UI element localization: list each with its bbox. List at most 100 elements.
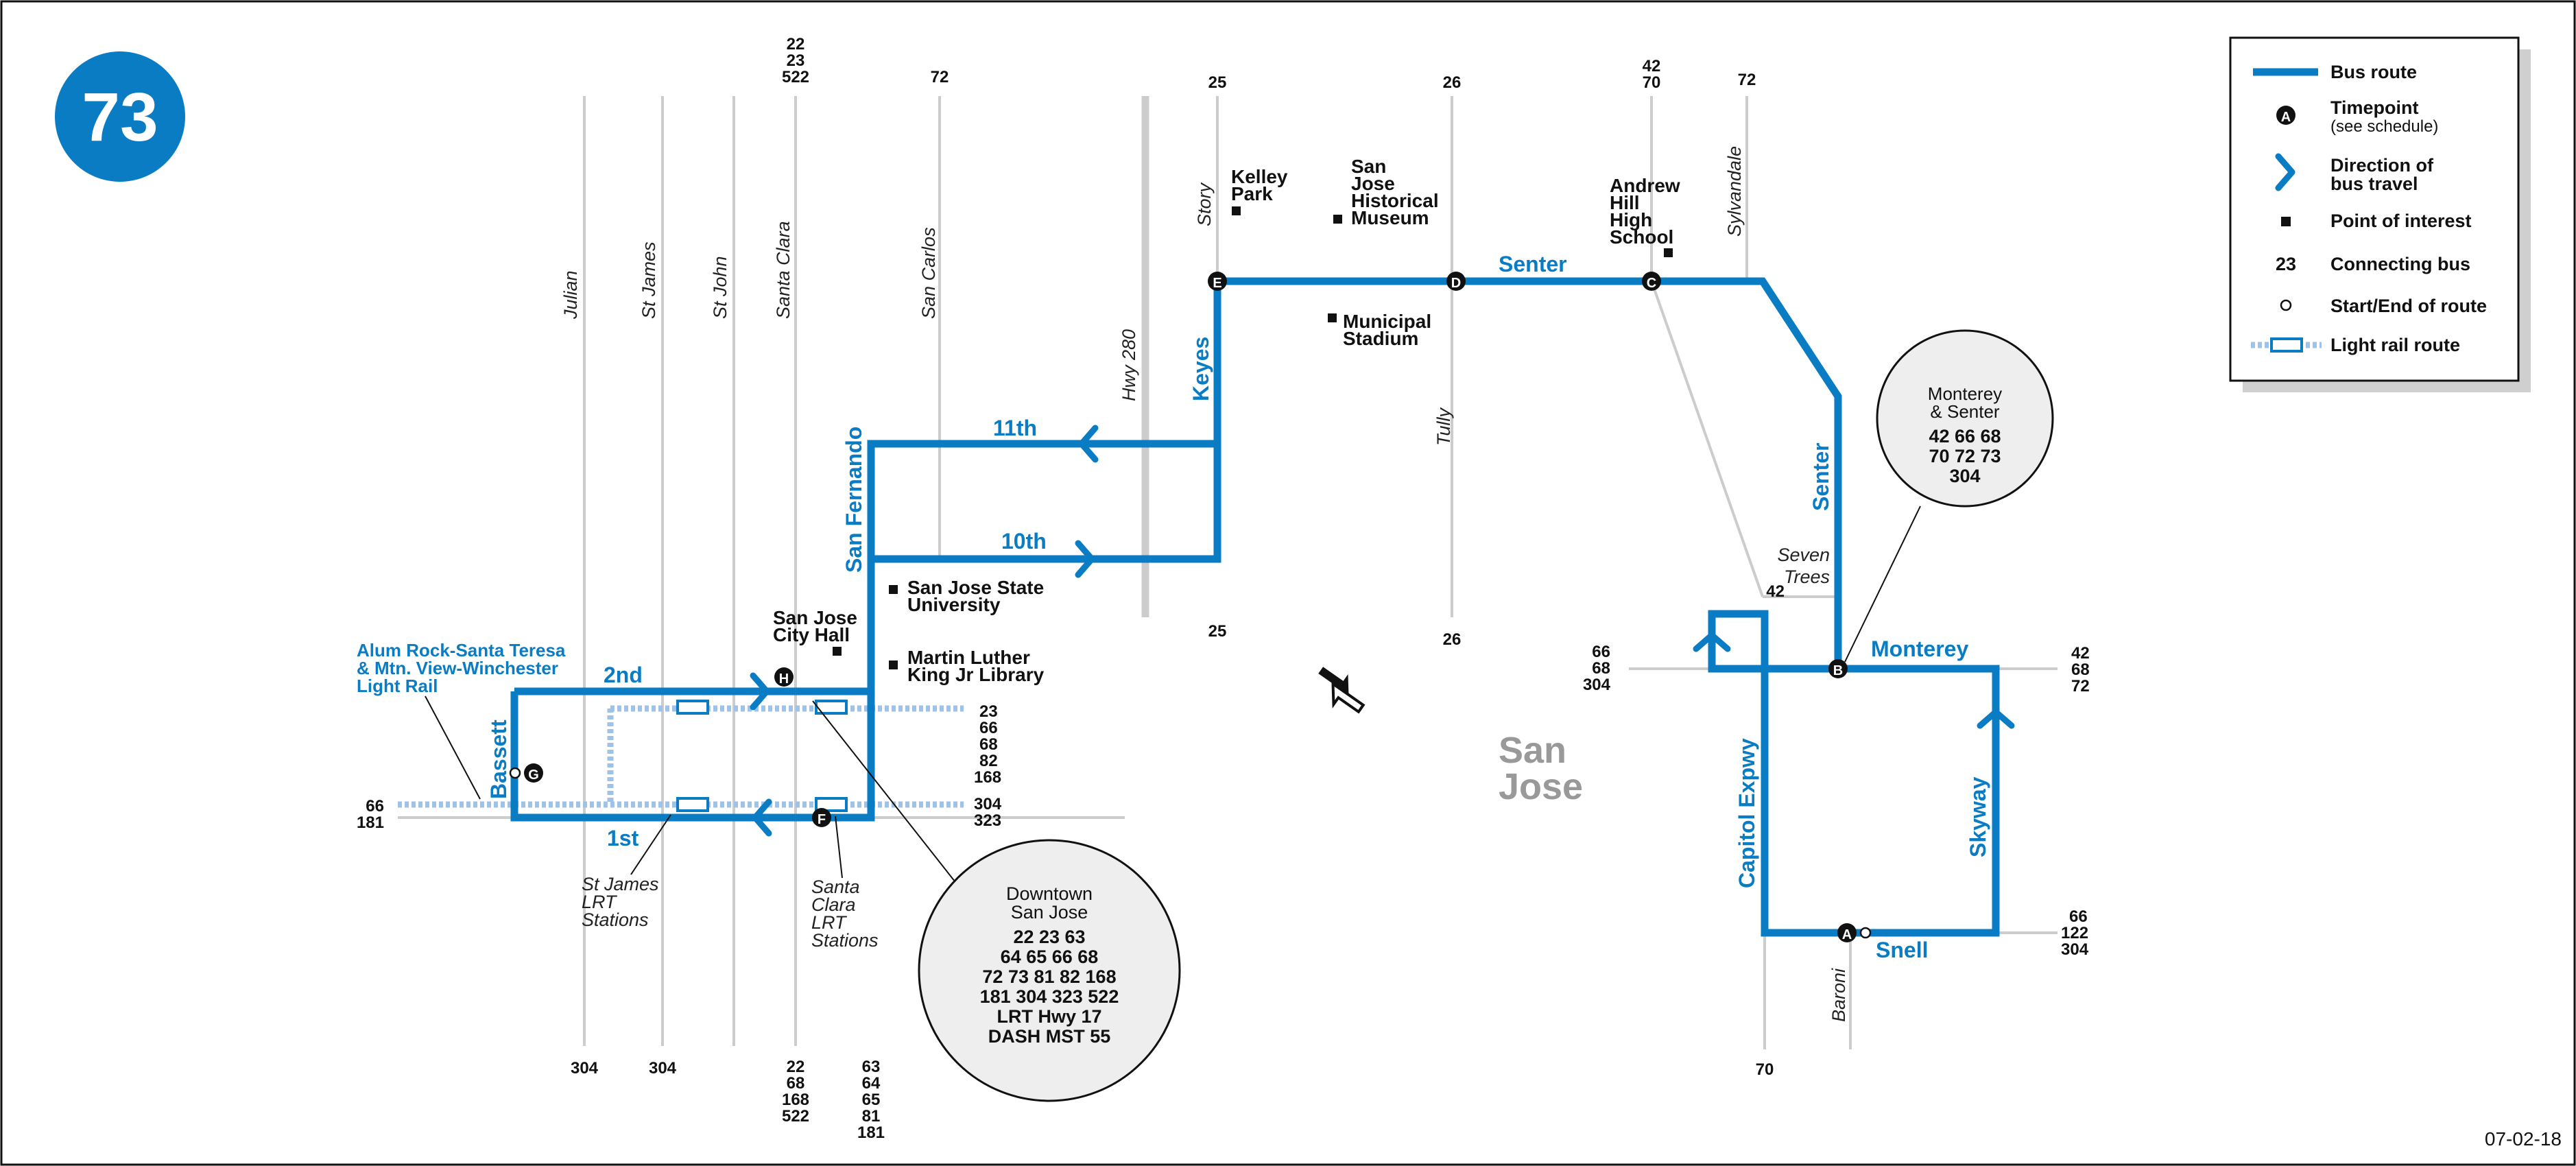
- svg-text:D: D: [1451, 276, 1461, 291]
- lrt-station-labels: St James LRT Stations Santa Clara LRT St…: [582, 814, 879, 951]
- start-end-marker-east: [1859, 927, 1872, 939]
- legend-connecting-icon: 23: [2276, 254, 2296, 274]
- svg-text:Light Rail: Light Rail: [357, 676, 438, 696]
- svg-text:Monterey: Monterey: [1928, 383, 2002, 404]
- svg-text:304: 304: [2061, 940, 2089, 959]
- conn-seven-trees: 42: [1766, 582, 1785, 601]
- label-11th: 11th: [993, 416, 1037, 440]
- legend: Bus route A Timepoint (see schedule) Dir…: [2229, 36, 2531, 392]
- timepoint-g: G: [524, 763, 543, 783]
- north-arrow-icon: [1318, 667, 1365, 714]
- svg-text:School: School: [1610, 226, 1673, 248]
- direction-arrow-2nd: [750, 672, 770, 711]
- svg-text:68: 68: [1592, 659, 1610, 678]
- svg-text:72 73 81 82 168: 72 73 81 82 168: [982, 966, 1116, 987]
- legend-bus-route: Bus route: [2330, 62, 2417, 82]
- street-st-john: St John: [710, 256, 730, 319]
- direction-arrows: [750, 425, 2015, 837]
- svg-text:304: 304: [974, 795, 1002, 813]
- svg-text:181 304 323 522: 181 304 323 522: [980, 986, 1119, 1007]
- svg-text:DASH MST 55: DASH MST 55: [988, 1026, 1111, 1047]
- svg-text:68: 68: [2071, 661, 2090, 679]
- svg-text:Downtown: Downtown: [1006, 883, 1093, 904]
- svg-text:Stations: Stations: [811, 930, 879, 951]
- svg-text:68: 68: [787, 1074, 805, 1093]
- poi-marker-sjsu: [889, 585, 898, 594]
- poi-sjsu: San Jose State: [907, 577, 1044, 598]
- direction-arrow-capitol: [1693, 632, 1731, 652]
- conn-top-santa-clara: 22: [787, 35, 805, 53]
- svg-text:168: 168: [974, 768, 1001, 787]
- poi-city-hall: San Jose: [773, 607, 857, 628]
- svg-text:Alum Rock-Santa Teresa: Alum Rock-Santa Teresa: [357, 640, 566, 661]
- legend-direction: Direction of: [2330, 155, 2434, 176]
- label-bassett: Bassett: [486, 719, 511, 799]
- svg-text:70: 70: [1643, 73, 1661, 92]
- poi-marker-historical-museum: [1333, 215, 1342, 224]
- svg-text:Museum: Museum: [1351, 207, 1429, 228]
- monterey-senter-callout: Monterey & Senter 42 66 68 70 72 73 304: [1844, 329, 2054, 663]
- conn-bottom-st-james: 304: [649, 1059, 677, 1078]
- svg-text:181: 181: [357, 813, 384, 832]
- svg-text:Park: Park: [1231, 183, 1273, 204]
- light-rail-label: Alum Rock-Santa Teresa & Mtn. View-Winch…: [357, 640, 566, 800]
- street-story: Story: [1194, 182, 1215, 226]
- conn-hwy280-bottom: 25: [1208, 622, 1227, 641]
- legend-poi: Point of interest: [2330, 211, 2472, 231]
- label-senter-top: Senter: [1499, 252, 1567, 276]
- conn-top-tully: 26: [1443, 73, 1462, 92]
- svg-text:Jose: Jose: [1351, 173, 1395, 194]
- legend-box: [2229, 36, 2520, 382]
- poi-marker-kelley-park: [1232, 206, 1241, 215]
- svg-text:City Hall: City Hall: [773, 624, 850, 645]
- poi-kelley-park: Kelley: [1231, 166, 1288, 187]
- label-skyway: Skyway: [1966, 776, 1990, 857]
- svg-text:F: F: [818, 812, 826, 827]
- svg-text:72: 72: [2071, 677, 2090, 695]
- timepoint-a: A: [1837, 923, 1857, 942]
- label-keyes: Keyes: [1189, 337, 1213, 401]
- label-1st: 1st: [607, 826, 639, 850]
- street-seven-trees-2: Trees: [1784, 567, 1830, 587]
- poi-marker-mlk-library: [889, 661, 898, 669]
- light-rail-stations: [676, 700, 848, 812]
- street-julian: Julian: [560, 270, 581, 320]
- label-snell: Snell: [1876, 938, 1928, 962]
- conn-capitol-bottom: 70: [1756, 1060, 1774, 1079]
- svg-text:E: E: [1213, 276, 1221, 291]
- conn-bottom-julian: 304: [571, 1059, 599, 1078]
- poi-historical-museum: San: [1351, 156, 1386, 177]
- svg-text:& Senter: & Senter: [1930, 401, 2000, 422]
- conn-top-sylvandale: 72: [1738, 71, 1756, 89]
- street-seven-trees-1: Seven: [1777, 545, 1830, 565]
- svg-text:522: 522: [782, 68, 809, 86]
- start-end-marker-west: [509, 767, 521, 779]
- connecting-bus-labels: 22 23 522 72 25 26 42 70 72 25 26 304 30…: [357, 35, 2090, 1142]
- svg-text:522: 522: [782, 1107, 809, 1126]
- city-label-jose: Jose: [1499, 766, 1583, 807]
- conn-top-andrew-hill: 42: [1643, 57, 1661, 75]
- svg-text:122: 122: [2061, 924, 2088, 942]
- svg-text:University: University: [907, 594, 1001, 615]
- downtown-san-jose-callout: Downtown San Jose 22 23 63 64 65 66 68 7…: [812, 700, 1181, 1102]
- timepoint-b: B: [1828, 659, 1848, 678]
- route-labels: 2nd 1st Bassett San Fernando 11th 10th K…: [486, 252, 1990, 962]
- label-senter-side: Senter: [1809, 442, 1833, 511]
- direction-arrow-skyway: [1977, 709, 2015, 729]
- poi-mlk-library: Martin Luther: [907, 647, 1030, 668]
- street-labels: Julian St James St John Santa Clara San …: [560, 146, 1849, 1022]
- svg-text:G: G: [528, 768, 539, 783]
- conn-snell-east: 66: [2069, 907, 2088, 926]
- legend-start-end-icon: [2280, 299, 2292, 311]
- points-of-interest: Kelley Park San Jose Historical Museum M…: [773, 156, 1680, 685]
- light-rail-label-leader: [425, 695, 481, 800]
- timepoint-c: C: [1642, 272, 1661, 291]
- legend-timepoint-icon: [2276, 106, 2295, 125]
- svg-text:A: A: [2281, 110, 2291, 125]
- street-santa-clara: Santa Clara: [773, 221, 794, 319]
- conn-right-downtown: 23: [979, 702, 998, 721]
- svg-text:B: B: [1833, 663, 1843, 678]
- svg-text:304: 304: [1583, 676, 1611, 694]
- svg-text:323: 323: [974, 811, 1001, 830]
